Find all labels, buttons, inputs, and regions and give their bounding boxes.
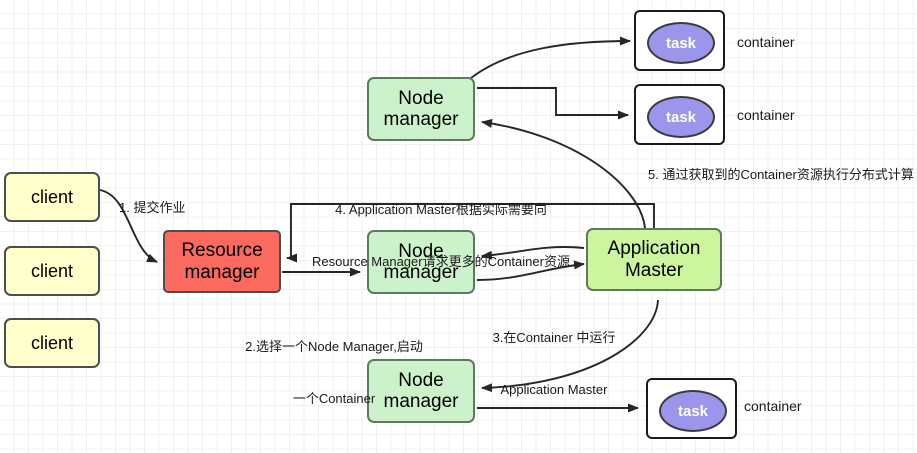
client-label-2: client xyxy=(30,260,74,281)
application-master-label-line2: Master xyxy=(624,259,684,281)
resource-manager-label-line2: manager xyxy=(184,261,260,283)
edge-label-step-3-line2: Application Master xyxy=(500,381,608,397)
resource-manager-box[interactable]: Resource manager xyxy=(163,230,281,293)
task-ellipse-2[interactable]: task xyxy=(647,96,715,138)
resource-manager-label-line1: Resource xyxy=(181,240,263,262)
edge-client-to-resource-manager xyxy=(99,189,158,263)
client-label-1: client xyxy=(30,186,74,207)
node-manager-middle-label: Node manager xyxy=(384,241,459,284)
edge-application-master-to-bottom-node-manager xyxy=(481,299,659,393)
application-master-label-line1: Application xyxy=(607,238,701,260)
task-label-1: task xyxy=(665,34,697,52)
node-manager-middle-label-line1: Node xyxy=(398,240,444,262)
edge-label-step-4-line2: Resource Manager请求更多的Container资源 xyxy=(312,253,570,269)
edge-label-step-3: 3.在Container 中运行 Application Master xyxy=(484,295,624,432)
client-box-1[interactable]: client xyxy=(4,172,100,222)
edge-label-step-2: 2.选择一个Node Manager,启动 一个Container xyxy=(234,304,434,441)
edge-label-step-2-line2: 一个Container xyxy=(292,390,376,406)
container-caption-1: container xyxy=(737,34,795,50)
client-label-3: client xyxy=(30,332,74,353)
container-caption-3: container xyxy=(744,398,802,414)
node-manager-bottom-label-line2: manager xyxy=(383,391,459,412)
node-manager-bottom-label: Node manager xyxy=(384,370,459,413)
node-manager-bottom-label-line1: Node xyxy=(398,369,444,391)
node-manager-box-bottom[interactable]: Node manager xyxy=(367,359,475,423)
edge-application-master-to-node-manager xyxy=(481,246,585,260)
node-manager-box-top[interactable]: Node manager xyxy=(367,77,475,141)
edge-application-master-to-resource-manager xyxy=(286,203,655,263)
edge-label-step-2-line1: 2.选择一个Node Manager,启动 xyxy=(245,339,423,355)
edge-top-node-manager-to-task2 xyxy=(477,87,629,120)
edge-application-master-to-top-node-manager xyxy=(481,118,646,229)
edge-label-step-1: 1. 提交作业 xyxy=(119,200,186,215)
node-manager-top-label-line2: manager xyxy=(383,109,459,130)
node-manager-box-middle[interactable]: Node manager xyxy=(367,230,475,294)
node-manager-middle-label-line2: manager xyxy=(383,262,459,283)
node-manager-top-label: Node manager xyxy=(384,88,459,131)
resource-manager-label: Resource manager xyxy=(181,240,262,283)
edge-label-step-4-line1: 4. Application Master根据实际需要向 xyxy=(335,202,547,218)
edge-label-step-4: 4. Application Master根据实际需要向 Resource Ma… xyxy=(282,167,600,304)
edge-node-manager-to-application-master xyxy=(476,260,585,281)
edge-label-step-3-line1: 3.在Container 中运行 xyxy=(492,330,616,346)
edge-top-node-manager-to-task1 xyxy=(470,36,631,79)
node-manager-top-label-line1: Node xyxy=(398,87,444,109)
task-ellipse-3[interactable]: task xyxy=(659,390,727,432)
application-master-box[interactable]: Application Master xyxy=(586,228,722,291)
client-box-2[interactable]: client xyxy=(4,246,100,296)
task-ellipse-1[interactable]: task xyxy=(647,22,715,64)
task-label-3: task xyxy=(677,402,709,420)
client-box-3[interactable]: client xyxy=(4,318,100,368)
container-caption-2: container xyxy=(737,107,795,123)
application-master-label: Application Master xyxy=(608,238,701,281)
edge-label-step-5: 5. 通过获取到的Container资源执行分布式计算 xyxy=(648,167,914,182)
task-label-2: task xyxy=(665,108,697,126)
